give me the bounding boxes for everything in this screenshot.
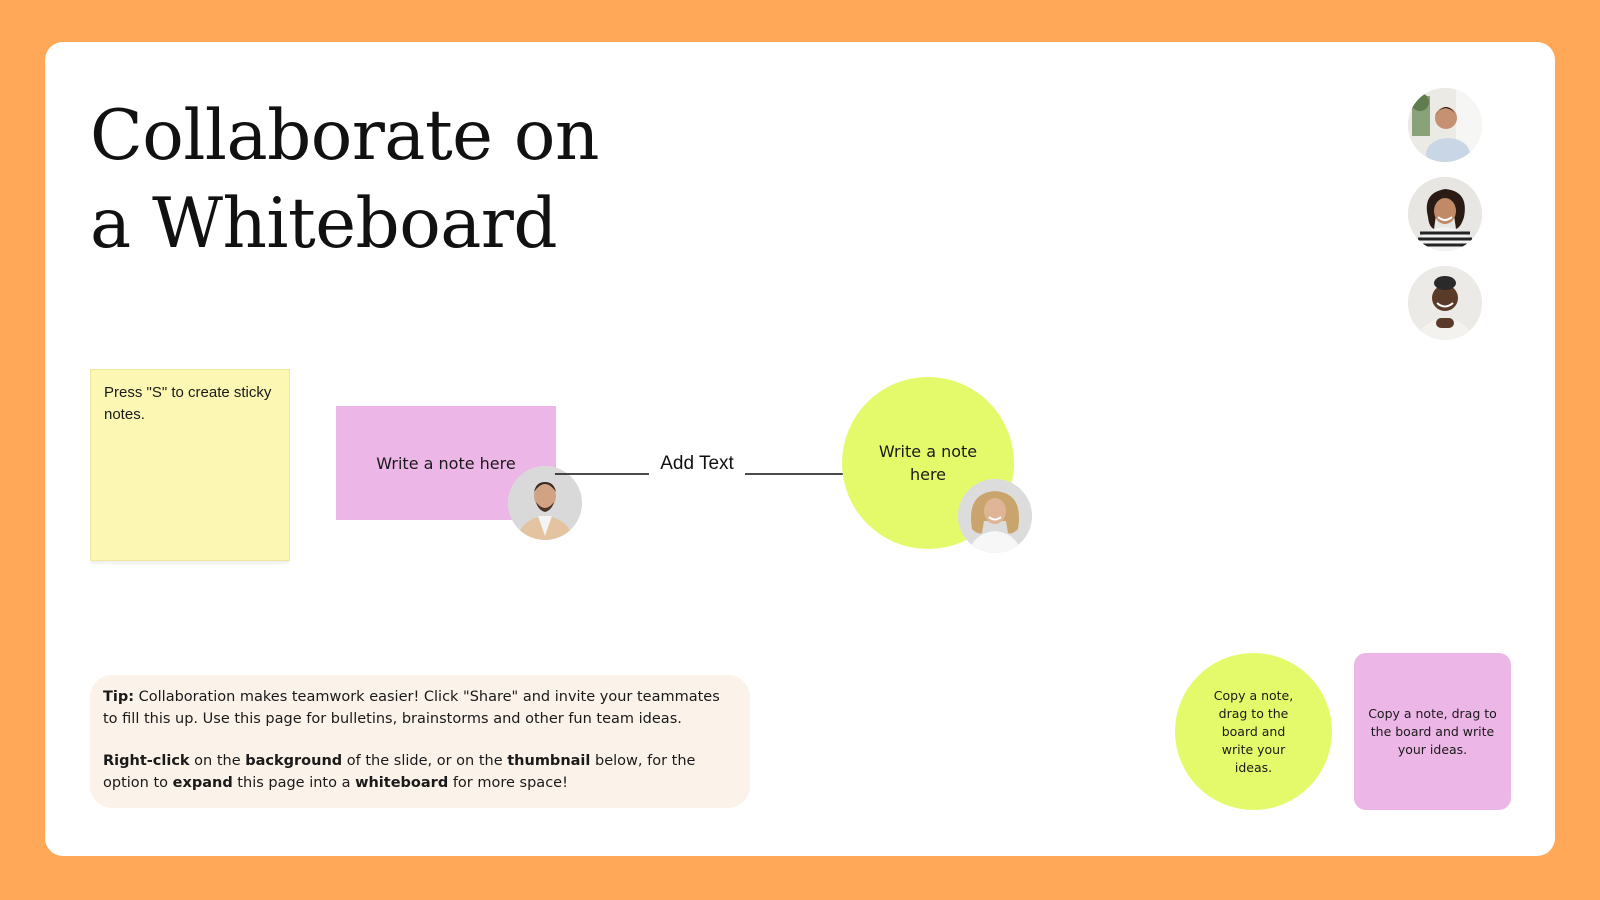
whiteboard-slide[interactable]: Collaborate on a Whiteboard [45,42,1555,856]
note-author-avatar-2[interactable] [958,479,1032,553]
person-photo-icon [1408,88,1482,162]
tip-box: Tip: Collaboration makes teamwork easier… [90,675,750,808]
tip-paragraph-2: Right-click on the background of the sli… [103,751,737,794]
collaborator-avatar-2[interactable] [1408,177,1482,251]
tip-text-of-slide: of the slide, or on the [342,753,508,769]
tip-text-this-page: this page into a [232,774,356,791]
tip-text-on-the: on the [189,753,246,769]
tip-prefix: Tip: [103,689,135,705]
note-author-avatar-1[interactable] [508,466,582,540]
person-photo-icon [958,479,1032,553]
tip-thumbnail: thumbnail [507,753,591,769]
sticky-note-shadow [91,559,289,567]
tip-whiteboard: whiteboard [355,774,449,791]
copyable-note-circle[interactable]: Copy a note, drag to the board and write… [1175,653,1332,810]
title-line-2: a Whiteboard [90,184,558,264]
tip-text: Collaboration makes teamwork easier! Cli… [103,689,720,727]
copyable-note-rectangle[interactable]: Copy a note, drag to the board and write… [1354,653,1511,810]
note-rectangle-text: Write a note here [376,453,516,473]
person-photo-icon [508,466,582,540]
tip-right-click: Right-click [103,753,190,769]
sticky-note-text: Press "S" to create sticky notes. [104,384,272,423]
copyable-note-rectangle-text: Copy a note, drag to the board and write… [1368,705,1497,757]
tip-expand: expand [172,774,233,791]
tip-text-below: below, for the option to [103,753,696,791]
sticky-note[interactable]: Press "S" to create sticky notes. [90,369,290,561]
tip-background: background [245,753,343,769]
note-circle-text: Write a note here [878,442,978,484]
tip-text-more-space: for more space! [448,774,568,791]
tip-paragraph-1: Tip: Collaboration makes teamwork easier… [103,687,737,730]
person-photo-icon [1408,177,1482,251]
person-photo-icon [1408,266,1482,340]
copyable-note-circle-text: Copy a note, drag to the board and write… [1213,687,1294,775]
title-line-1: Collaborate on [90,96,599,176]
collaborator-avatar-3[interactable] [1408,266,1482,340]
collaborator-avatar-1[interactable] [1408,88,1482,162]
connector-label[interactable]: Add Text [649,450,745,478]
page-title: Collaborate on a Whiteboard [90,92,710,268]
